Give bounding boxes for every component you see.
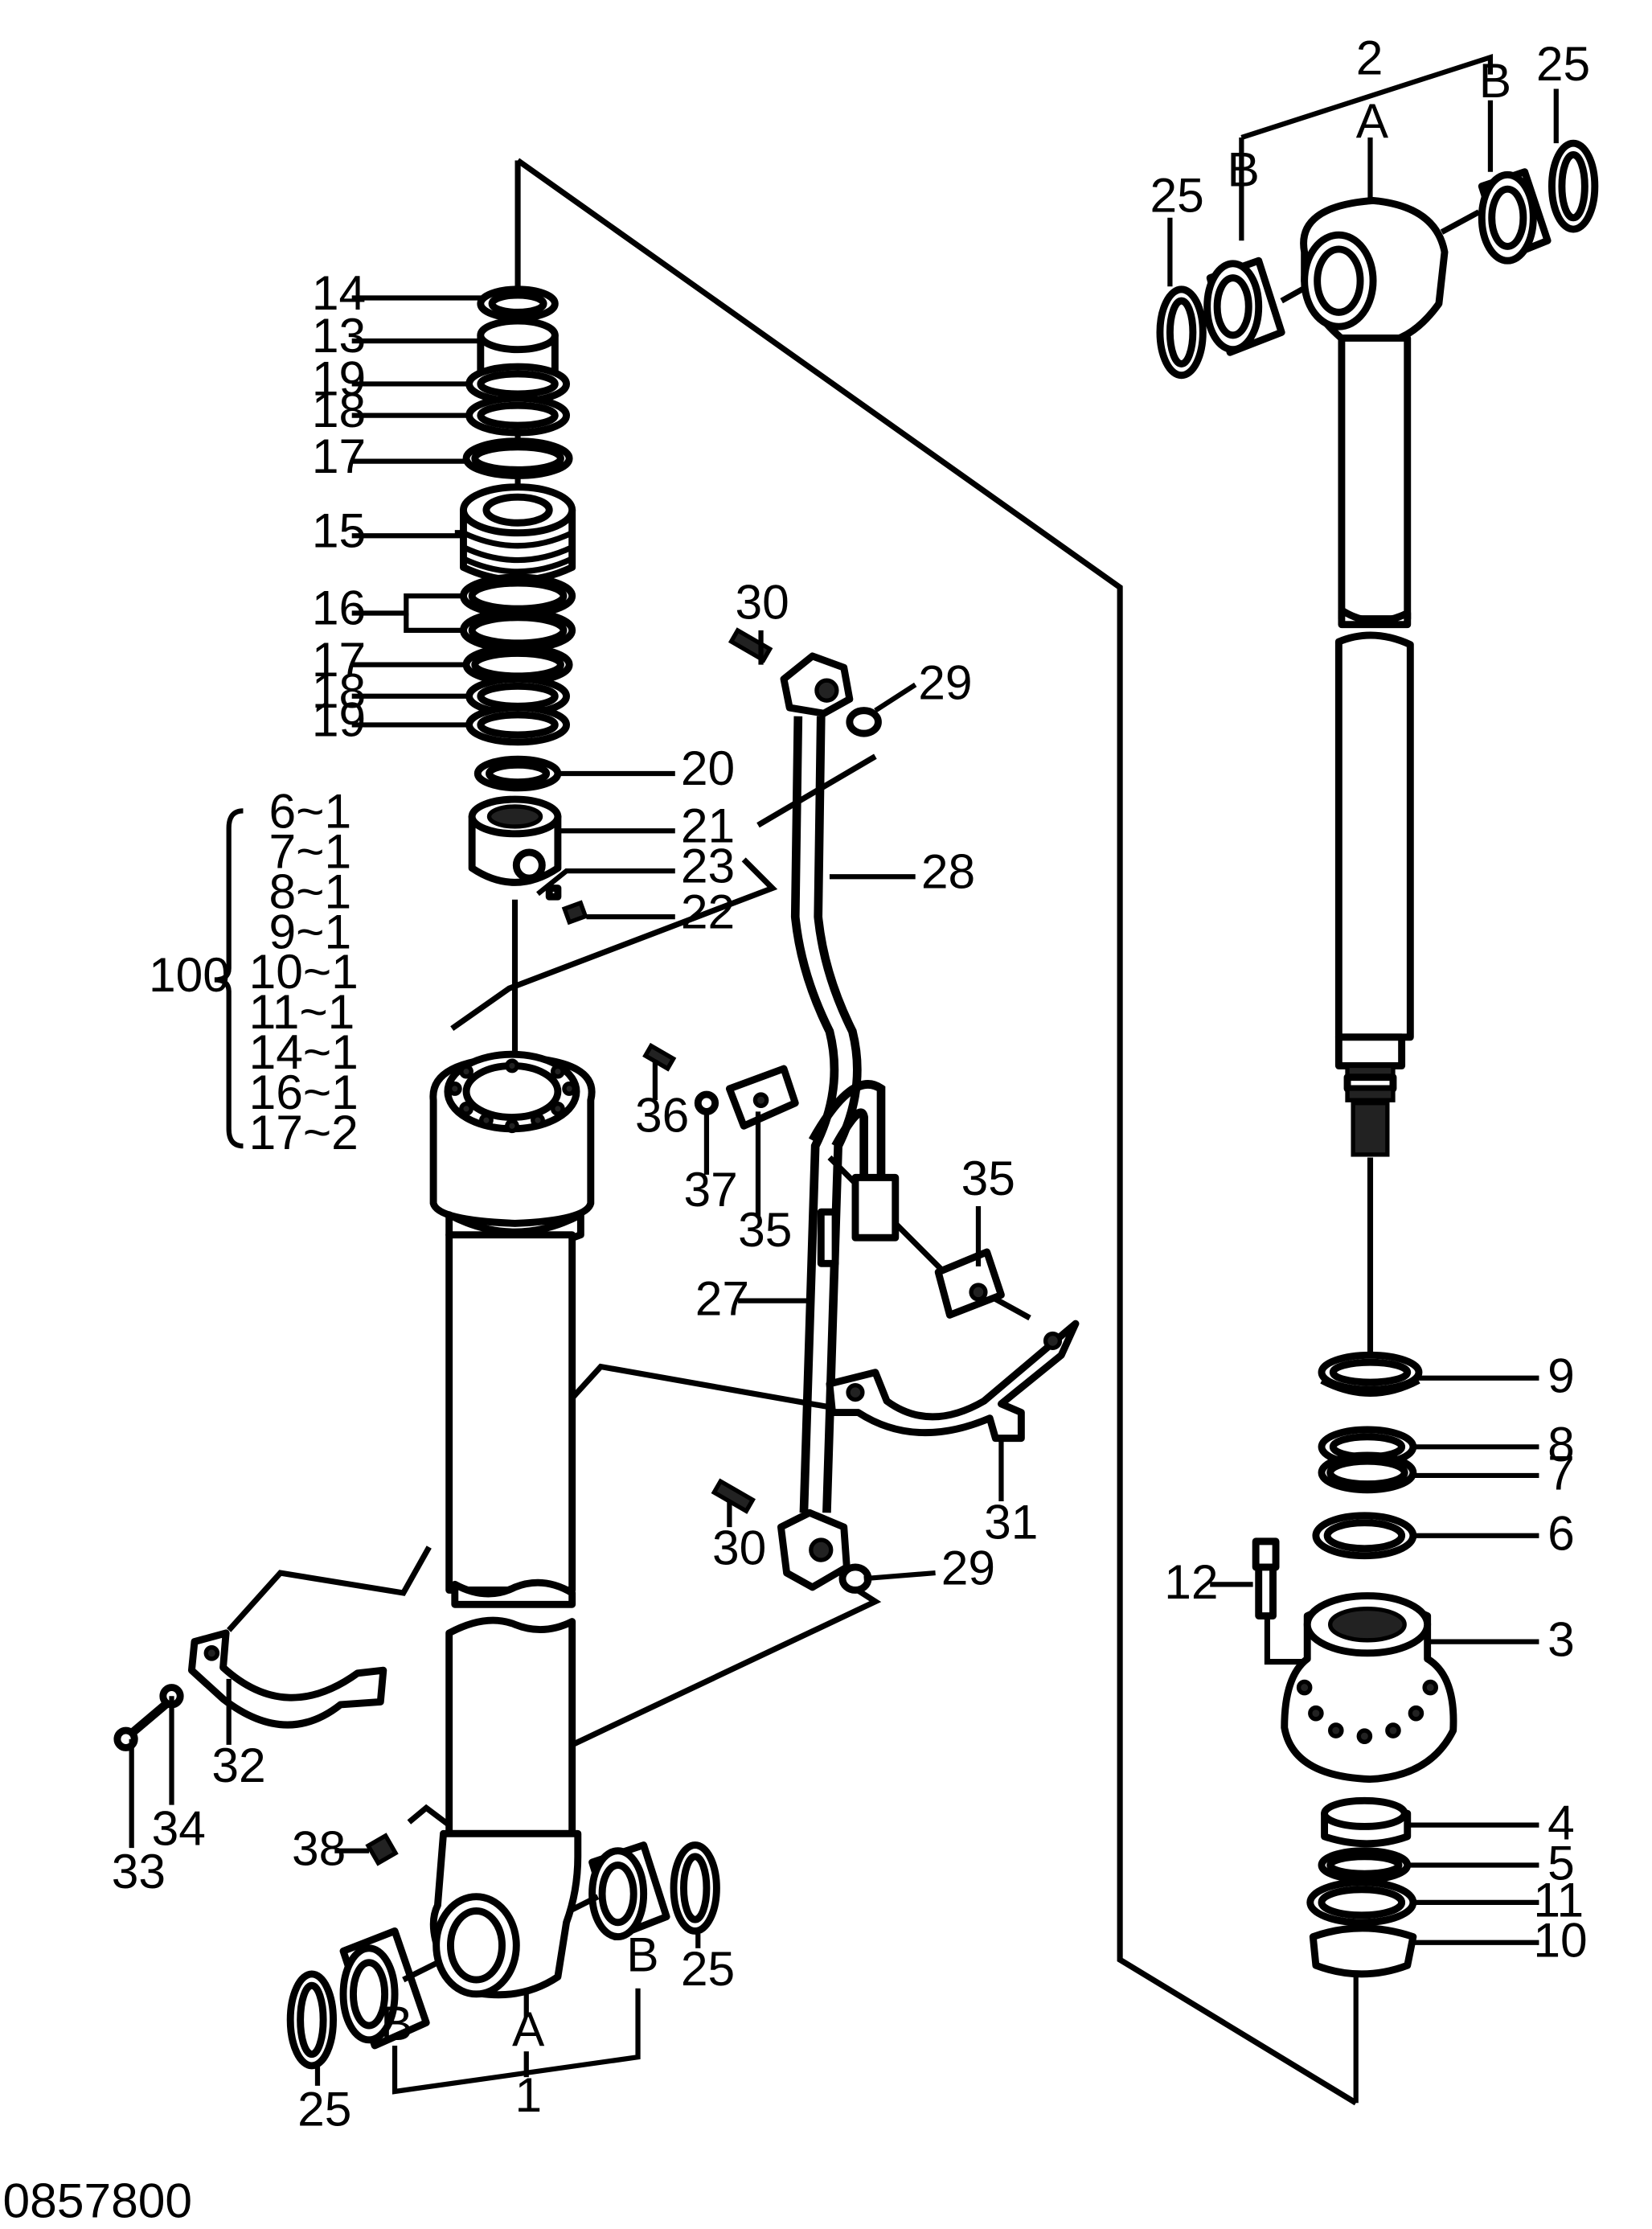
head-seal-stack [1306, 1796, 1417, 1978]
label-37: 37 [683, 1162, 737, 1217]
label-4: 4 [1547, 1795, 1575, 1849]
label-A-bottom: A [512, 2001, 545, 2056]
label-18-second: 18 [312, 663, 366, 718]
piston-rod [1300, 196, 1449, 1157]
rod-head [1252, 1537, 1457, 1784]
label-A-top: A [1356, 93, 1389, 148]
kit-item: 16~1 [249, 1065, 359, 1119]
rod-head-bolt-holes [1296, 1679, 1439, 1744]
kit-item: 8~1 [269, 864, 351, 918]
label-29-top: 29 [918, 655, 972, 709]
label-35-left: 35 [738, 1202, 792, 1257]
label-18: 18 [312, 383, 366, 437]
rod-seal-stack [1312, 1351, 1423, 1560]
label-10: 10 [1533, 1912, 1587, 1967]
kit-item: 7~1 [269, 824, 351, 879]
label-B-top-right: B [1479, 53, 1511, 108]
label-1: 1 [515, 2067, 543, 2122]
kit-item: 11~1 [249, 984, 355, 1039]
label-19-second: 19 [312, 692, 366, 747]
kit-item: 6~1 [269, 784, 351, 839]
piston-seal-stack [460, 285, 588, 926]
label-3: 3 [1547, 1611, 1575, 1666]
label-25-bottom-left: 25 [297, 2082, 351, 2137]
label-30-top: 30 [736, 575, 789, 630]
label-B-bottom-left: B [380, 1996, 412, 2050]
kit-bracket [214, 808, 244, 1149]
label-36: 36 [635, 1087, 689, 1142]
label-7: 7 [1547, 1446, 1575, 1500]
label-14: 14 [312, 265, 366, 320]
kit-label: 100 [149, 947, 230, 1002]
kit-item: 9~1 [269, 904, 351, 959]
label-38: 38 [292, 1821, 346, 1875]
label-20: 20 [681, 741, 735, 795]
assembly-reference-lines [227, 158, 1374, 2106]
label-31: 31 [984, 1494, 1038, 1549]
label-5: 5 [1547, 1835, 1575, 1890]
label-B-bottom-right: B [626, 1927, 658, 1981]
rod-eye-bushings [1156, 139, 1599, 380]
label-22: 22 [681, 884, 735, 938]
label-25-top-left: 25 [1150, 168, 1203, 223]
label-28: 28 [921, 844, 975, 898]
label-17-second: 17 [312, 632, 366, 687]
part-labels: 14 13 19 18 17 15 16 17 18 19 20 21 23 2… [112, 31, 1590, 2137]
label-16: 16 [312, 581, 366, 635]
kit-item: 17~2 [249, 1105, 359, 1160]
kit-item: 10~1 [249, 944, 359, 999]
label-23: 23 [681, 838, 735, 893]
label-6: 6 [1547, 1506, 1575, 1561]
label-2: 2 [1356, 31, 1383, 85]
label-33: 33 [112, 1844, 166, 1899]
leader-lines [129, 53, 1559, 2095]
label-34: 34 [152, 1801, 206, 1856]
label-15: 15 [312, 503, 366, 557]
label-12: 12 [1164, 1554, 1218, 1609]
hydraulic-pipes [711, 627, 900, 1594]
cylinder-tube [429, 1050, 596, 1999]
label-19: 19 [312, 351, 366, 406]
label-29-bottom: 29 [941, 1540, 995, 1595]
label-13: 13 [312, 308, 366, 363]
label-35-right: 35 [961, 1151, 1015, 1205]
label-11: 11 [1533, 1873, 1584, 1927]
label-27: 27 [695, 1270, 749, 1325]
label-32: 32 [211, 1738, 265, 1792]
bottom-eye-bushings [286, 1841, 720, 2070]
flange-bolt-holes [447, 1058, 577, 1134]
label-17: 17 [312, 429, 366, 483]
tube-clamp [113, 1629, 387, 1751]
pipe-clamps-and-bracket [642, 1042, 1080, 1443]
label-21: 21 [681, 798, 735, 852]
kit-list: 100 6~1 7~1 8~1 9~1 10~1 11~1 14~1 16~1 … [149, 784, 359, 1160]
grease-fitting [365, 1833, 399, 1866]
drawing-number: 0857800 [3, 2174, 192, 2228]
kit-item: 14~1 [249, 1024, 359, 1079]
label-B-top-left: B [1228, 142, 1260, 197]
label-25-top-right: 25 [1536, 36, 1590, 91]
label-8: 8 [1547, 1417, 1575, 1472]
label-9: 9 [1547, 1348, 1575, 1403]
label-30-bottom: 30 [712, 1520, 766, 1574]
label-25-bottom-right: 25 [681, 1941, 735, 1996]
